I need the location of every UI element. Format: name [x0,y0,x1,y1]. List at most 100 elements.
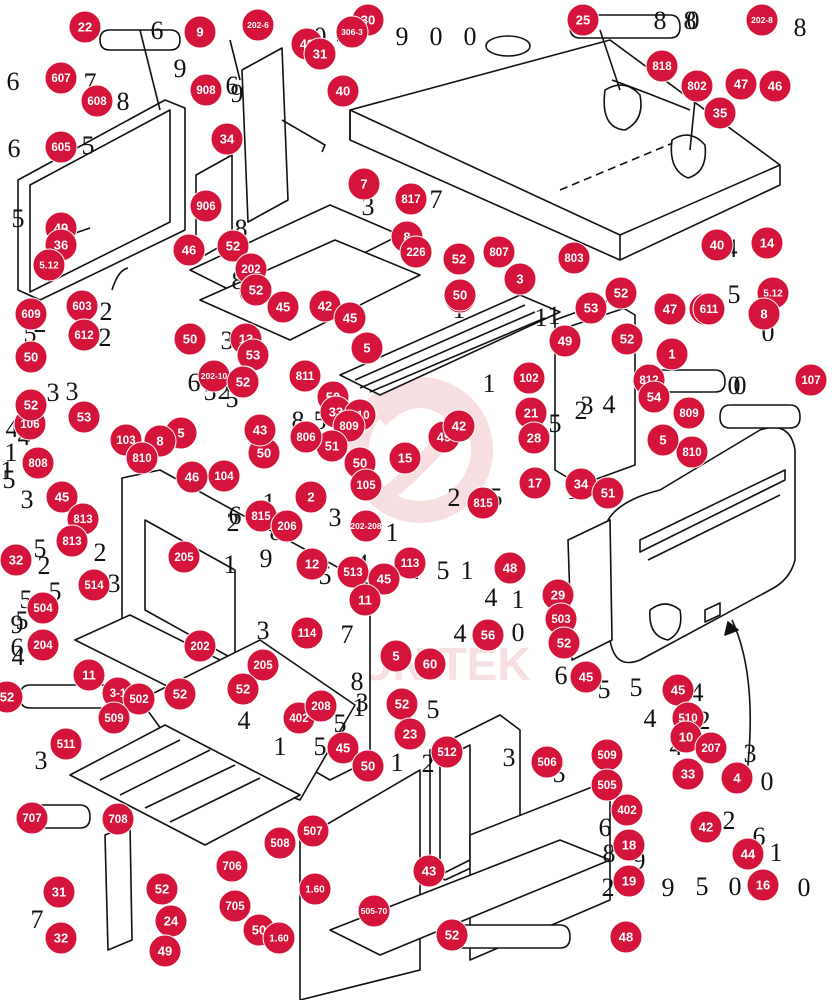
badge-label: 45 [343,311,357,326]
badge-circle [68,10,102,44]
badge-circle [207,459,241,493]
badge-label: 810 [682,447,701,459]
badge-label: 202-8 [751,15,773,25]
badge-label: 818 [652,61,672,73]
badge-label: 811 [296,371,315,383]
part-number-badge: 46 [172,233,206,267]
badge-label: 706 [222,861,241,873]
badge-label: 11 [358,593,372,608]
badge-circle [216,229,250,263]
badge-label: 52 [249,283,263,298]
part-number-badge: 47 [724,67,758,101]
part-number-badge: 202 [183,629,217,663]
part-number-badge: 908 [189,73,223,107]
badge-circle [590,768,624,802]
badge-label: 509 [104,713,123,725]
ghost-part-label: 5 [16,606,29,635]
badge-circle [517,421,551,455]
part-number-badge: 52 [163,677,197,711]
ghost-part-label: 3 [108,569,121,598]
badge-label: 21 [524,406,538,421]
badge-label: 25 [576,13,590,28]
part-number-badge: 45 [569,660,603,694]
part-number-badge: 45 [266,290,300,324]
part-number-badge: 12 [295,547,329,581]
part-number-badge: 43 [412,854,446,888]
part-number-badge: 808 [21,446,55,480]
badge-label: 50 [257,446,271,461]
ghost-part-label: 1 [1,456,14,485]
badge-circle [290,616,324,650]
part-number-badge: 4 [720,761,754,795]
ghost-part-label: 8 [117,87,130,116]
part-number-badge: 42 [308,289,342,323]
badge-circle [671,757,705,791]
badge-label: 14 [760,236,775,251]
badge-circle [55,524,89,558]
badge-label: 607 [51,73,70,85]
ghost-part-label: 0 [729,872,742,901]
badge-label: 45 [377,572,391,587]
part-number-badge: 8 [747,297,781,331]
badge-circle [44,130,78,164]
badge-circle [296,814,330,848]
ghost-part-label: 8 [684,6,697,35]
part-number-badge: 34 [564,467,598,501]
part-number-badge: 505-70 [357,894,391,928]
badge-label: 705 [225,901,245,913]
badge-circle [183,15,217,49]
badge-label: 50 [24,350,38,365]
badge-circle [680,69,714,103]
part-number-badge: 52 [547,626,581,660]
badge-circle [226,365,260,399]
ghost-part-label: 2 [448,483,461,512]
ghost-part-label: 4 [238,706,251,735]
part-number-badge: 608 [80,84,114,118]
badge-circle [263,826,297,860]
badge-label: 204 [33,640,53,652]
badge-label: 603 [72,301,91,313]
badge-label: 48 [619,930,633,945]
ghost-part-label: 4 [603,390,616,419]
badge-label: 908 [196,85,216,97]
badge-circle [80,84,114,118]
part-number-badge: 17 [518,466,552,500]
badge-circle [44,921,78,955]
part-number-badge: 1.60 [298,872,332,906]
part-number-badge: 48 [609,920,643,954]
badge-label: 815 [473,498,493,510]
ghost-part-label: 9 [396,22,409,51]
badge-label: 52 [236,375,250,390]
badge-label: 22 [78,20,92,35]
part-number-badge: 52 [604,276,638,310]
ghost-part-label: 5 [314,732,327,761]
ghost-part-label: 3 [581,391,594,420]
badge-circle [512,361,546,395]
badge-label: 23 [403,727,417,742]
part-number-badge: 707 [15,801,49,835]
badge-circle [518,466,552,500]
ghost-part-label: 4 [454,619,467,648]
ghost-part-label: 9 [662,873,675,902]
badge-label: 1 [668,347,675,362]
ghost-part-label: 5 [437,556,450,585]
part-number-badge: 205 [167,540,201,574]
badge-circle [32,248,66,282]
part-number-badge: 603 [65,289,99,323]
badge-label: 810 [132,453,151,465]
part-number-badge: 46 [175,460,209,494]
part-number-badge: 23 [393,717,427,751]
badge-label: 817 [401,194,420,206]
ghost-part-label: 3 [329,503,342,532]
part-number-badge: 5 [350,331,384,365]
part-number-badge: 611 [692,292,726,326]
badge-label: 33 [681,767,695,782]
part-number-badge: 32 [44,921,78,955]
ghost-part-label: 1 [770,838,783,867]
badge-label: 34 [574,477,589,492]
part-number-badge: 506 [530,745,564,779]
badge-circle [758,69,792,103]
badge-circle [295,547,329,581]
ghost-part-label: 2 [575,396,588,425]
badge-label: 5 [363,341,370,356]
